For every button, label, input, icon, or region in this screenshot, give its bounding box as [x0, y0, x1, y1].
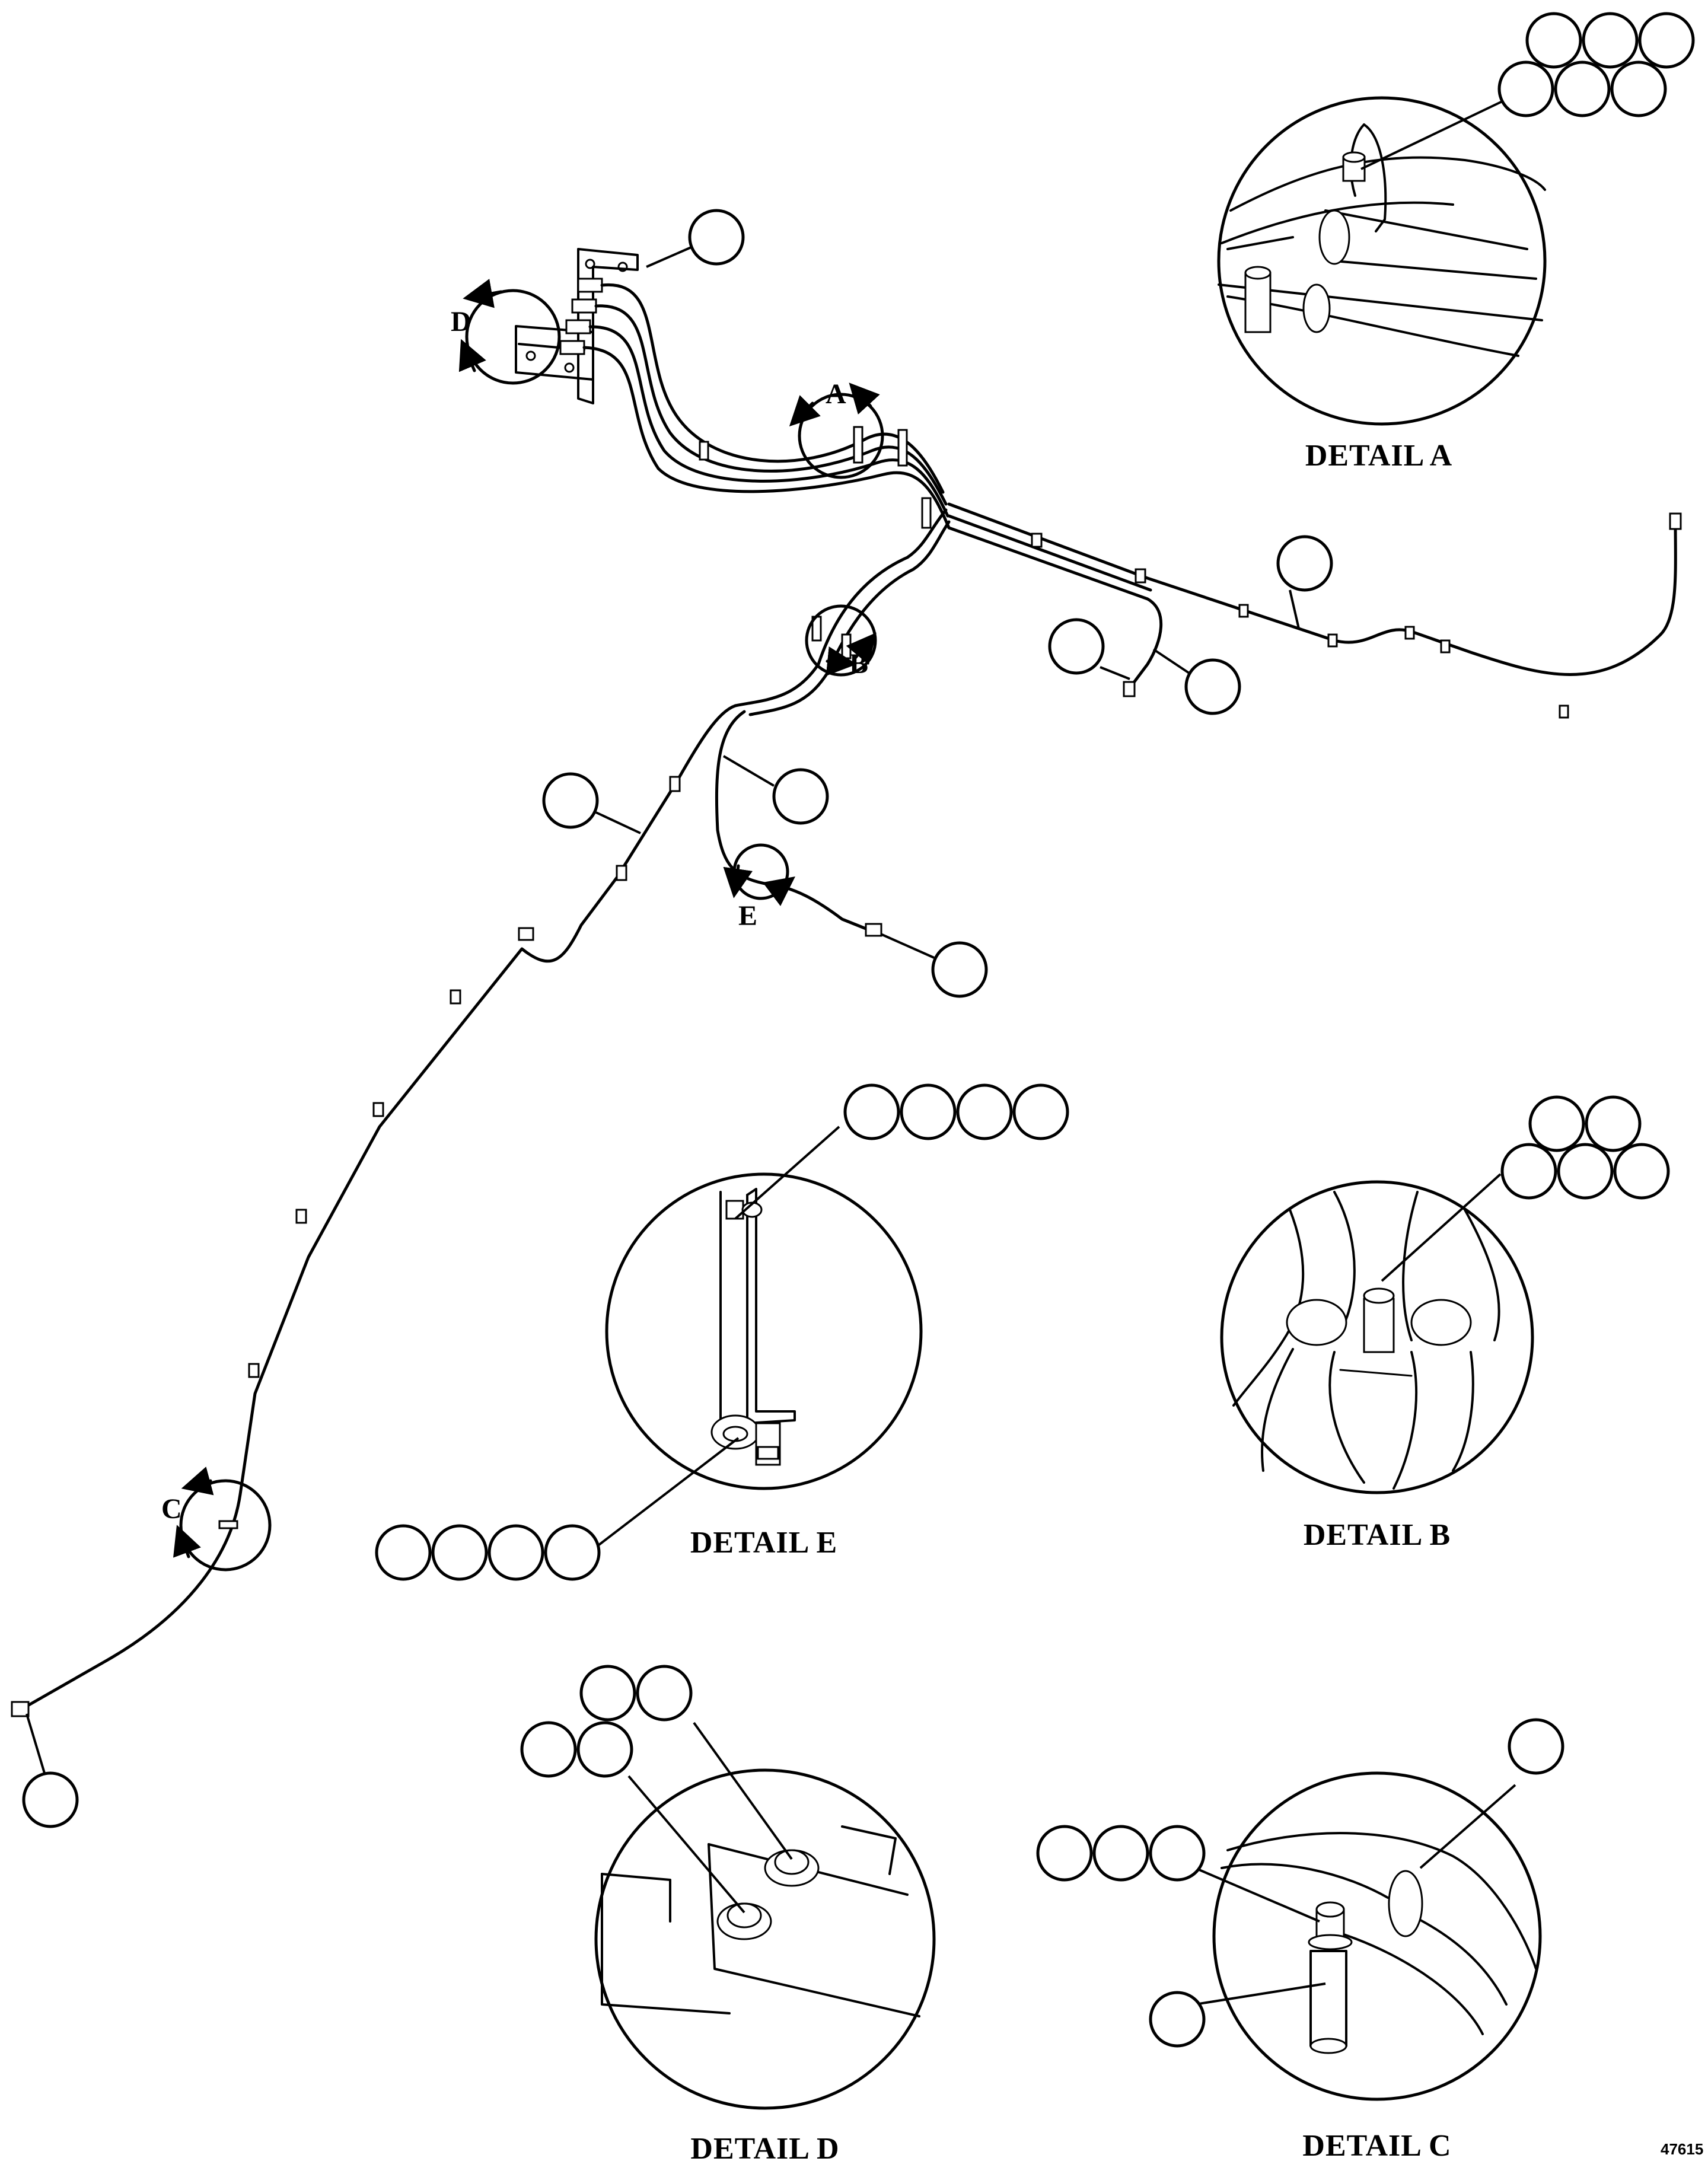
detail-a-hoses [1218, 123, 1546, 357]
item-balloon [576, 1721, 633, 1778]
detail-c: DETAIL C [1036, 1718, 1564, 2163]
detail-d-balloons [520, 1665, 693, 1778]
item-balloon [520, 1721, 577, 1778]
detail-d: DETAIL D [520, 1665, 936, 2166]
item-balloon [431, 1524, 488, 1581]
detail-b: DETAIL B [1220, 1095, 1670, 1552]
item-balloon [375, 1524, 432, 1581]
detail-c-balloons [1036, 1718, 1564, 2048]
item-balloon [579, 1665, 636, 1722]
hose-bundle-right [947, 502, 1682, 719]
view-callout-b: B [805, 604, 877, 680]
item-balloon [1528, 1095, 1585, 1152]
view-letter-e: E [738, 900, 757, 932]
detail-a-balloons [1497, 12, 1695, 117]
item-balloon [542, 772, 599, 829]
hose-bundle-lower [11, 508, 951, 1717]
detail-a-caption: DETAIL A [1305, 439, 1452, 473]
item-balloon [1092, 1825, 1149, 1882]
item-balloon [843, 1083, 900, 1140]
view-callout-d: D [451, 279, 561, 385]
main-view-balloons [22, 209, 1333, 1828]
view-letter-b: B [849, 648, 868, 680]
item-balloon [931, 941, 988, 998]
detail-e-bracket [710, 1188, 796, 1466]
detail-b-hoses [1232, 1191, 1500, 1490]
detail-b-balloons [1500, 1095, 1670, 1200]
item-balloon [1582, 12, 1639, 69]
item-balloon [1149, 1825, 1206, 1882]
view-letter-d: D [451, 306, 471, 337]
view-callout-a: A [789, 378, 884, 479]
item-balloon [636, 1665, 693, 1722]
view-letter-a: A [826, 378, 846, 410]
figure-number: 47615 [1661, 2140, 1703, 2158]
valve-mounting-bracket [515, 248, 639, 404]
item-balloon [1012, 1083, 1069, 1140]
detail-e-balloons-bottom [375, 1524, 601, 1581]
view-callout-c: C [161, 1467, 272, 1571]
item-balloon [22, 1771, 79, 1828]
item-balloon [1276, 535, 1333, 592]
item-balloon [1610, 60, 1667, 117]
detail-c-caption: DETAIL C [1302, 2129, 1451, 2163]
item-balloon [1184, 658, 1241, 715]
item-balloon [688, 209, 745, 266]
hose-bundle-upper [582, 283, 951, 530]
item-balloon [487, 1524, 544, 1581]
view-letter-c: C [161, 1493, 182, 1525]
detail-d-bracket [601, 1825, 920, 2017]
item-balloon [1500, 1143, 1557, 1200]
item-balloon [1557, 1143, 1614, 1200]
detail-c-hose [1221, 1832, 1537, 2054]
bundle-clamps [699, 426, 932, 659]
detail-e-caption: DETAIL E [690, 1526, 837, 1560]
detail-a: DETAIL A [1217, 12, 1695, 473]
item-balloon [1585, 1095, 1642, 1152]
item-balloon [1149, 1991, 1206, 2048]
item-balloon [1613, 1143, 1670, 1200]
detail-e: DETAIL E [375, 1083, 1069, 1581]
item-balloon [544, 1524, 601, 1581]
item-balloon [772, 768, 829, 825]
item-balloon [1638, 12, 1695, 69]
item-balloon [956, 1083, 1013, 1140]
item-balloon [1048, 618, 1105, 675]
detail-b-caption: DETAIL B [1304, 1518, 1451, 1552]
item-balloon [1554, 60, 1611, 117]
item-balloon [1508, 1718, 1564, 1775]
item-balloon [1036, 1825, 1093, 1882]
item-balloon [1497, 60, 1554, 117]
detail-e-balloons-top [843, 1083, 1069, 1140]
main-assembly-view: D A B E C [11, 209, 1682, 1828]
item-balloon [1525, 12, 1582, 69]
item-balloon [900, 1083, 957, 1140]
detail-d-caption: DETAIL D [690, 2132, 839, 2166]
view-callout-e: E [723, 843, 795, 932]
